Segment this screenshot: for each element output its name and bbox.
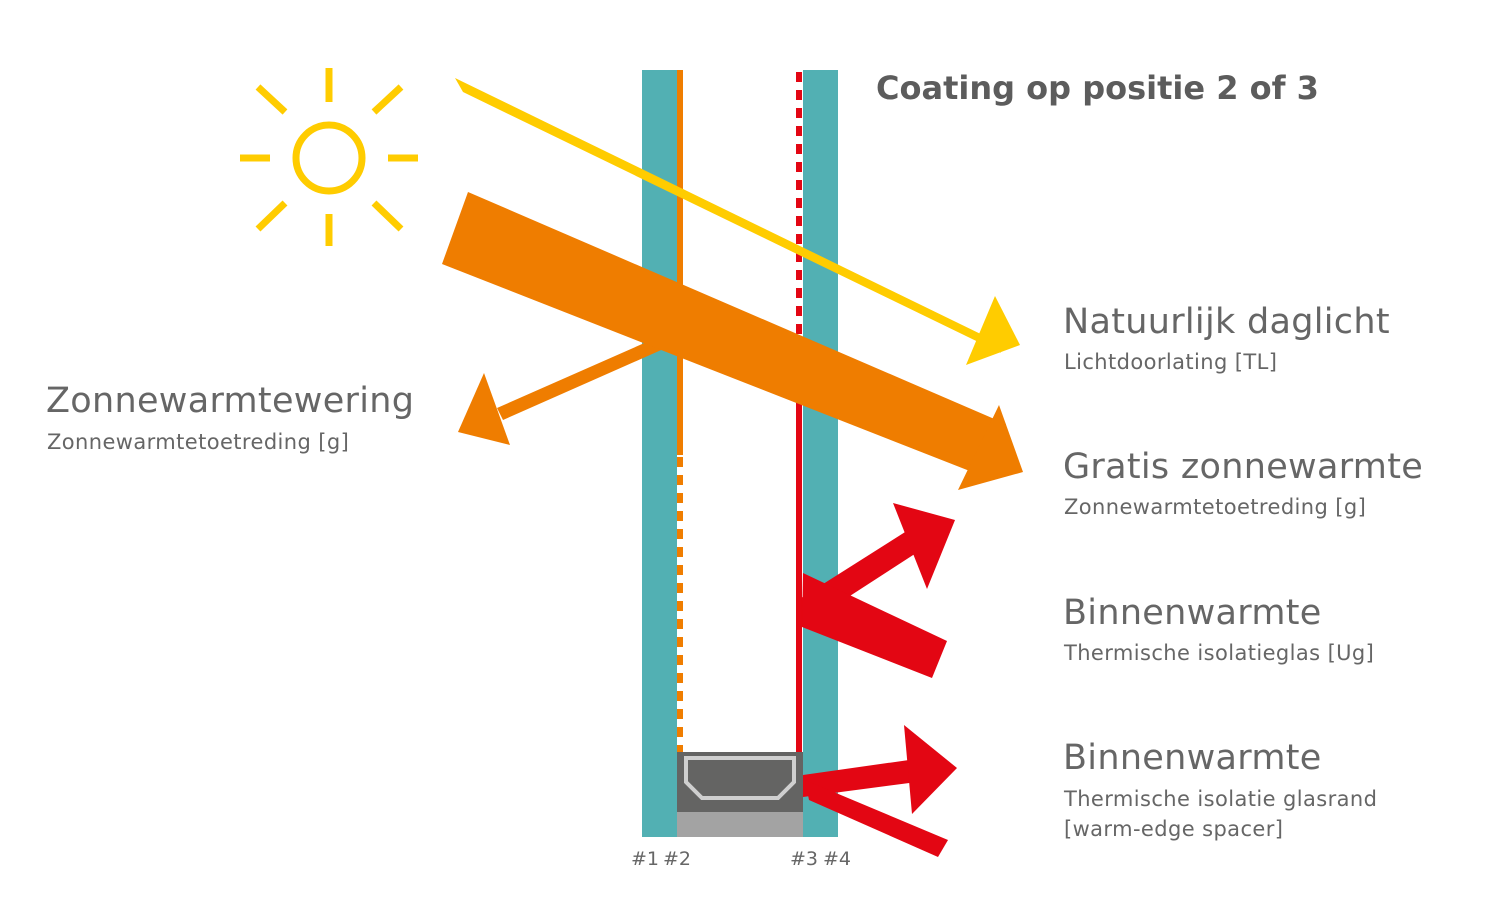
sun-icon xyxy=(240,68,418,246)
position-1-label: #1 xyxy=(631,848,660,870)
inner-glass-pane xyxy=(803,70,838,837)
position-2-label: #2 xyxy=(663,848,692,870)
heat-glass-arrows xyxy=(801,503,955,678)
heat-edge-label: Binnenwarmte xyxy=(1063,738,1322,778)
heat-glass-label: Binnenwarmte xyxy=(1063,593,1322,633)
solar-gain-sublabel: Zonnewarmtetoetreding [g] xyxy=(1064,495,1367,519)
solar-gain-arrow xyxy=(442,192,1023,490)
solar-reflection-arrow xyxy=(458,326,686,445)
heat-edge-sublabel-2: [warm-edge spacer] xyxy=(1064,817,1284,841)
diagram-title: Coating op positie 2 of 3 xyxy=(876,69,1319,107)
solar-reflection-label: Zonnewarmtewering xyxy=(46,381,415,421)
daylight-label: Natuurlijk daglicht xyxy=(1063,302,1390,342)
heat-edge-sublabel-1: Thermische isolatie glasrand xyxy=(1064,787,1378,811)
heat-edge-arrows xyxy=(803,725,957,857)
daylight-arrow xyxy=(455,78,1020,365)
daylight-sublabel: Lichtdoorlating [TL] xyxy=(1064,350,1278,374)
heat-glass-sublabel: Thermische isolatieglas [Ug] xyxy=(1064,641,1375,665)
position-4-label: #4 xyxy=(823,848,852,870)
warm-edge-spacer xyxy=(677,752,803,837)
solar-gain-label: Gratis zonnewarmte xyxy=(1063,447,1424,487)
outer-glass-pane xyxy=(642,70,677,837)
position-3-label: #3 xyxy=(790,848,819,870)
solar-reflection-sublabel: Zonnewarmtetoetreding [g] xyxy=(47,430,350,454)
